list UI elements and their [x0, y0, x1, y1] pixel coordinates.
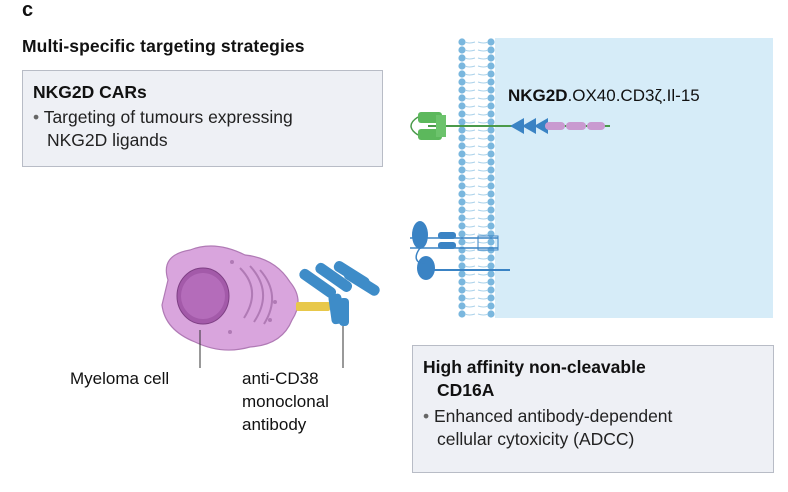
nkg2d-cars-box: NKG2D CARs • Targeting of tumours expres…	[22, 70, 383, 167]
cd16a-title-line2: CD16A	[437, 380, 495, 400]
cell-membrane	[458, 38, 495, 318]
cd38-antigen	[296, 302, 330, 311]
anti-cd38-antibody	[299, 261, 380, 326]
nkg2d-bullet-text1: Targeting of tumours expressing	[43, 107, 293, 127]
car-construct-label: NKG2D.OX40.CD3ζ.Il-15	[508, 86, 700, 106]
antibody-label-line1: anti-CD38	[242, 369, 319, 388]
bullet-dot: •	[33, 107, 44, 127]
il15-segment-3	[587, 122, 605, 130]
nkg2d-cars-title: NKG2D CARs	[33, 82, 147, 102]
panel-letter: c	[22, 0, 34, 21]
nkg2d-bullet-line1: • Targeting of tumours expressing	[33, 106, 293, 128]
cd16a-bullet-line2: cellular cytoxicity (ADCC)	[437, 429, 635, 449]
ox40-domain	[510, 118, 524, 134]
cd16a-bullet-line1: • Enhanced antibody-dependent	[423, 405, 672, 427]
construct-rest: .OX40.CD3ζ.Il-15	[567, 86, 700, 105]
il15-segment-1	[545, 122, 565, 130]
cd3z-domain-2	[534, 118, 548, 134]
il15-segment-2	[566, 122, 586, 130]
cd16a-box: High affinity non-cleavable CD16A • Enha…	[412, 345, 774, 473]
antibody-label-line3: antibody	[242, 415, 307, 434]
cd16a-title-line1: High affinity non-cleavable	[423, 357, 646, 377]
cd3z-domain-1	[522, 118, 536, 134]
construct-bold: NKG2D	[508, 86, 568, 105]
nkg2d-bullet-line2: NKG2D ligands	[47, 130, 168, 150]
nk-cell-body	[495, 38, 773, 318]
myeloma-cell-label: Myeloma cell	[70, 369, 170, 388]
nkg2d-car-construct	[410, 112, 610, 140]
cd16a-bullet-text1: Enhanced antibody-dependent	[434, 406, 673, 426]
antibody-label-line2: monoclonal	[242, 392, 329, 411]
page-title: Multi-specific targeting strategies	[22, 36, 305, 56]
bullet-dot: •	[423, 406, 434, 426]
cd16a-receptor	[410, 221, 510, 280]
myeloma-cell	[161, 245, 299, 351]
